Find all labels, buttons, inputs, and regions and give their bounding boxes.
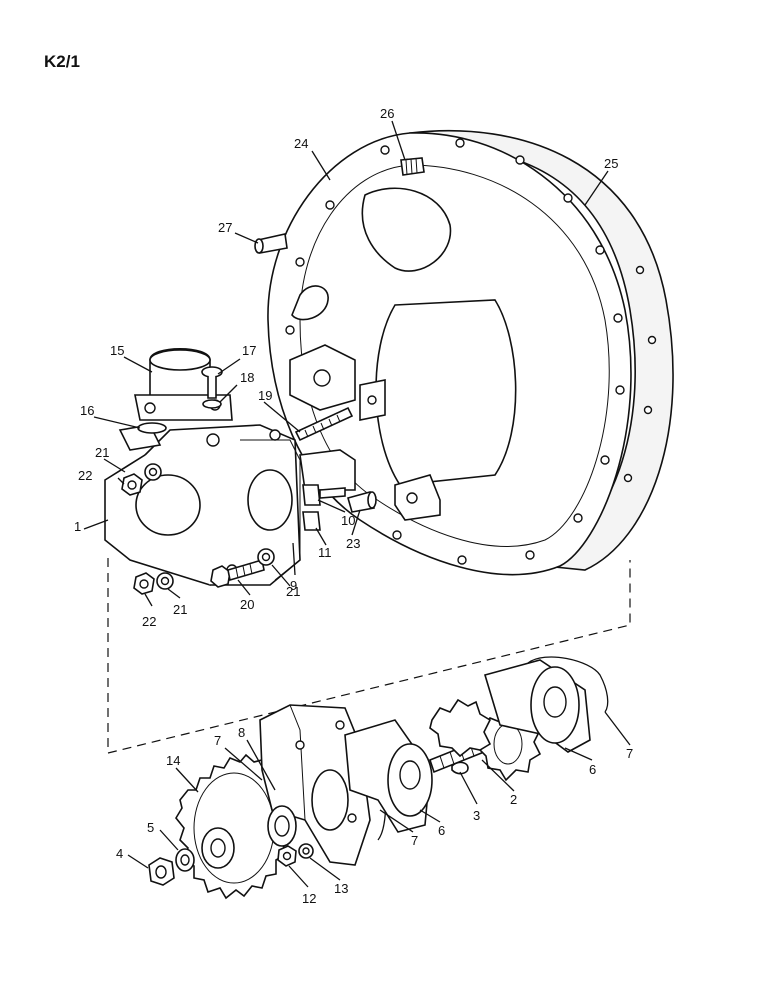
housing-upper-window <box>361 187 452 272</box>
stud-19 <box>294 406 354 442</box>
washer-21-right <box>257 548 275 566</box>
callout-25: 25 <box>604 156 618 171</box>
nut-22-lower <box>133 572 155 595</box>
callout-17: 17 <box>242 343 256 358</box>
o-ring-16 <box>137 422 167 434</box>
callout-6-right: 6 <box>589 762 596 777</box>
washer-21-lower <box>156 572 174 590</box>
callout-8: 8 <box>238 725 245 740</box>
dowel-23 <box>347 491 377 513</box>
callout-21-upper: 21 <box>95 445 109 460</box>
strainer-cap-15 <box>134 347 233 421</box>
callout-12: 12 <box>302 891 316 906</box>
callout-5: 5 <box>147 820 154 835</box>
bolt-20 <box>210 558 265 588</box>
nut-22-upper <box>121 473 143 496</box>
callout-24: 24 <box>294 136 308 151</box>
callout-23: 23 <box>346 536 360 551</box>
callout-14: 14 <box>166 753 180 768</box>
callout-9: 9 <box>290 578 297 593</box>
stud-26 <box>400 157 425 176</box>
callout-21-right: 21 <box>286 584 300 599</box>
pump-housing-6-left <box>344 719 433 833</box>
callout-13: 13 <box>334 881 348 896</box>
housing-side-slot <box>291 285 329 321</box>
callout-19: 19 <box>258 388 272 403</box>
o-ring-7-right <box>527 656 609 713</box>
callout-22-lower: 22 <box>142 614 156 629</box>
callout-26: 26 <box>380 106 394 121</box>
callout-21-lower: 21 <box>173 602 187 617</box>
callout-27: 27 <box>218 220 232 235</box>
pump-cover-8 <box>259 704 371 866</box>
assembly-guide-dashed <box>107 558 631 754</box>
idler-gear <box>429 698 492 758</box>
callout-22-upper: 22 <box>78 468 92 483</box>
callout-4: 4 <box>116 846 123 861</box>
bolt-17 <box>201 366 223 399</box>
callout-10: 10 <box>341 513 355 528</box>
housing-bolt-holes <box>285 138 657 565</box>
callout-18: 18 <box>240 370 254 385</box>
callout-3: 3 <box>473 808 480 823</box>
washer-18 <box>202 399 222 409</box>
ring-gear-rim <box>409 129 674 571</box>
housing-lug-left <box>299 449 356 491</box>
washer-21-upper <box>144 463 162 481</box>
callout-6-left: 6 <box>438 823 445 838</box>
callout-16: 16 <box>80 403 94 418</box>
nut-4 <box>148 857 175 886</box>
callout-15: 15 <box>110 343 124 358</box>
callout-7-middle: 7 <box>411 833 418 848</box>
callout-labels: 26 24 25 27 15 17 18 19 16 21 22 1 10 11… <box>74 106 633 906</box>
housing-center-window <box>375 299 517 486</box>
callout-1: 1 <box>74 519 81 534</box>
callout-7-left: 7 <box>214 733 221 748</box>
page-code: K2/1 <box>44 52 80 71</box>
stud-10 <box>302 484 346 506</box>
washer-13 <box>298 843 314 859</box>
callout-20: 20 <box>240 597 254 612</box>
housing-inner-rim <box>299 164 610 547</box>
pump-body-bore <box>135 474 201 536</box>
washer-5 <box>175 848 195 872</box>
stud-11 <box>302 511 321 531</box>
callout-7-right: 7 <box>626 746 633 761</box>
drive-gear-14 <box>175 753 292 900</box>
callout-2: 2 <box>510 792 517 807</box>
pump-shaft-bore <box>247 469 293 531</box>
flywheel-housing <box>267 129 674 576</box>
pump-body-side <box>144 424 301 586</box>
leader-lines <box>83 120 631 888</box>
callout-11: 11 <box>318 545 332 560</box>
pump-housing-6-right <box>483 659 591 753</box>
nut-12 <box>277 845 297 867</box>
